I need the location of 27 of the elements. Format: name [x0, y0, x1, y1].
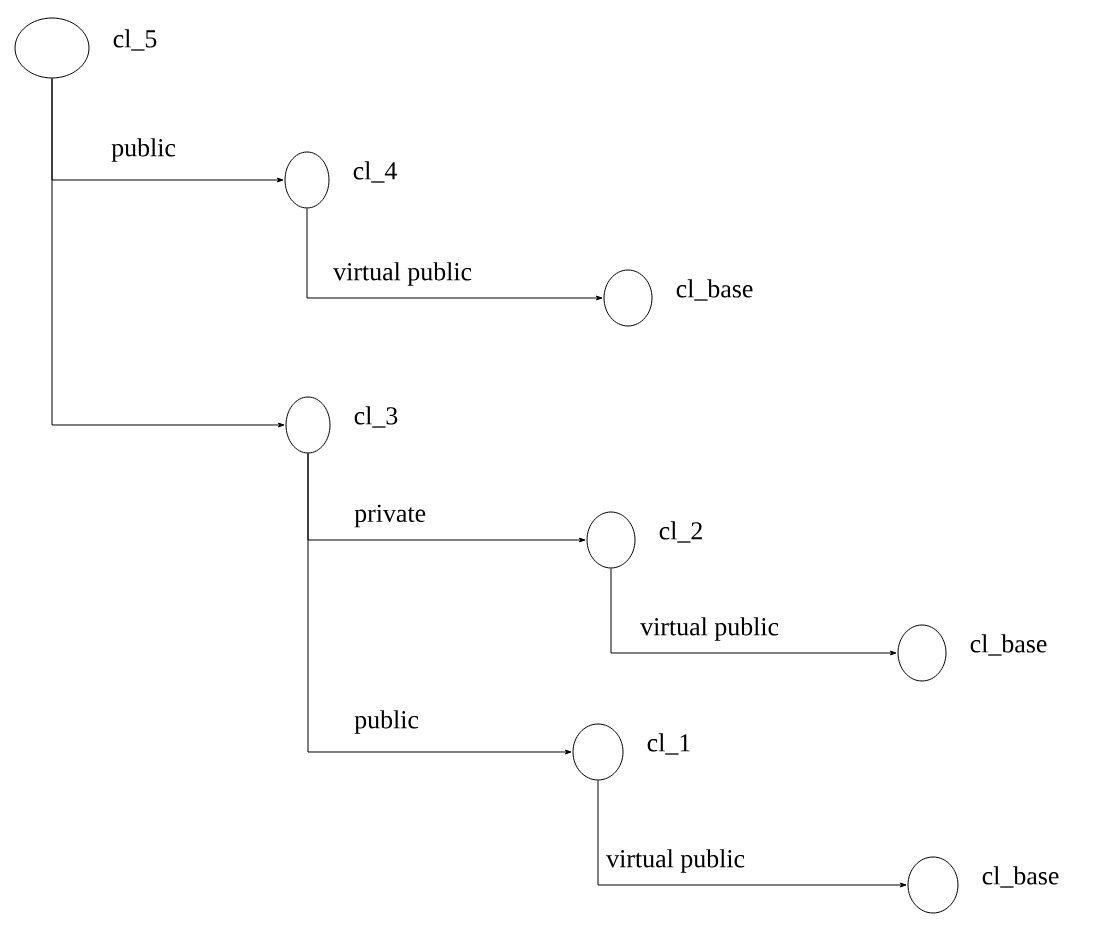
edge-label: public [110, 137, 177, 163]
class-name: cl_5 [113, 29, 157, 51]
edge-label: virtual public [605, 848, 747, 874]
edge-label: private [353, 503, 428, 529]
class-circle [14, 17, 90, 79]
class-circle [572, 723, 624, 781]
edge-label: virtual public [639, 616, 781, 642]
class-circle [284, 151, 330, 209]
class-name: cl_1 [647, 733, 690, 755]
arrow [306, 208, 603, 301]
class-circle [897, 624, 947, 682]
class-name: cl_3 [354, 406, 398, 428]
class-circle [285, 396, 331, 454]
class-circle [586, 511, 636, 569]
class-name: cl_4 [353, 161, 397, 183]
class-name: cl_2 [659, 521, 702, 543]
class-circle [603, 269, 653, 327]
class-circle [907, 856, 959, 914]
edge-label: virtual public [332, 261, 474, 287]
edge-label: public [353, 709, 420, 735]
arrow [51, 78, 285, 428]
arrow [307, 453, 572, 755]
arrow [597, 780, 907, 888]
class-name: cl_base [982, 866, 1059, 888]
arrow [610, 568, 897, 656]
class-name: cl_base [676, 279, 753, 301]
class-name: cl_base [970, 634, 1047, 656]
